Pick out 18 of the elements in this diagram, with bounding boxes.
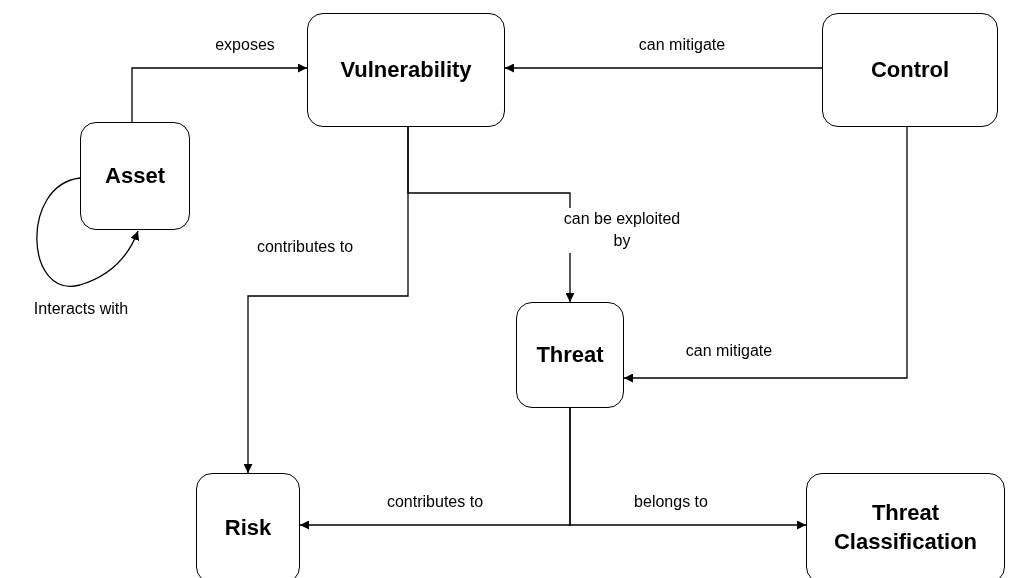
entity-name: Threat (536, 340, 604, 369)
entity-name: Threat Classification (832, 499, 978, 556)
entity-box (80, 122, 190, 230)
entity-name: Vulnerability (340, 55, 472, 84)
entity-box (806, 473, 1005, 578)
entity-box (307, 13, 505, 127)
entity-box (196, 473, 300, 578)
arrow (569, 407, 807, 530)
entity-name: Control (870, 55, 950, 84)
entity-name: Risk (224, 513, 272, 542)
entity-box (516, 302, 624, 408)
entity-box (822, 13, 998, 127)
arrow (623, 126, 908, 383)
arrow (504, 63, 823, 73)
arrow (243, 126, 409, 474)
arrow (36, 177, 139, 287)
arrow (131, 63, 308, 123)
entity-name: Asset (105, 161, 165, 190)
